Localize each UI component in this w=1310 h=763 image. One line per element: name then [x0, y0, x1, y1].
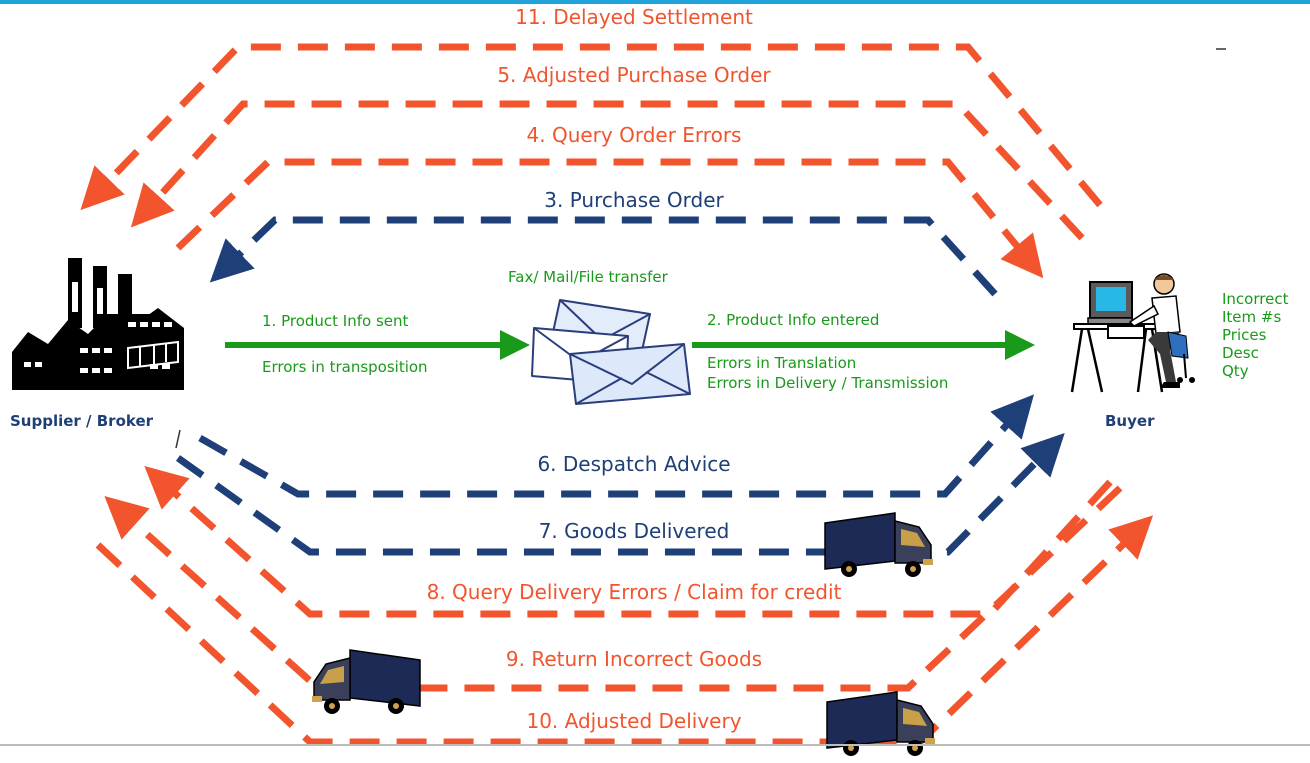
channel-label: Fax/ Mail/File transfer [508, 268, 668, 286]
delivery-truck-icon [826, 691, 935, 756]
top-accent-rule [0, 0, 1310, 4]
flow-line-11 [80, 43, 1103, 211]
flow-line-10 [95, 515, 1154, 746]
flow-line-7 [175, 433, 1065, 556]
buyer-issues-list: Incorrect Item #s Prices Desc Qty [1222, 290, 1288, 380]
flow-label-10: 10. Adjusted Delivery [520, 711, 748, 731]
buyer-issue-item: Incorrect [1222, 290, 1289, 308]
flow-label-11: 11. Delayed Settlement [509, 7, 759, 27]
buyer-issue-item: Desc [1222, 344, 1259, 362]
step1-label: 1. Product Info sent [262, 312, 409, 330]
step2-error-label-2: Errors in Delivery / Transmission [707, 374, 949, 392]
flow-label-8: 8. Query Delivery Errors / Claim for cre… [420, 582, 848, 602]
flow-line-4 [175, 158, 1044, 279]
step2-error-label-1: Errors in Translation [707, 354, 857, 372]
step2-label: 2. Product Info entered [707, 311, 880, 329]
person-at-computer-icon [1070, 273, 1195, 393]
envelopes-icon [531, 299, 691, 405]
flow-label-3: 3. Purchase Order [538, 190, 730, 210]
flow-label-9: 9. Return Incorrect Goods [499, 649, 769, 669]
supplier-label: Supplier / Broker [10, 412, 154, 430]
flow-line-5 [130, 100, 1085, 241]
buyer-issue-item: Prices [1222, 326, 1267, 344]
flow-label-4: 4. Query Order Errors [520, 125, 748, 145]
flow-line-8 [144, 466, 1113, 618]
flow-label-6: 6. Despatch Advice [531, 454, 737, 474]
flow-line-3 [209, 216, 998, 297]
flow-line-9 [104, 485, 1123, 692]
delivery-truck-icon [312, 649, 421, 714]
step1-error-label: Errors in transposition [262, 358, 428, 376]
supplier-tick [175, 429, 181, 449]
delivery-truck-icon [824, 512, 933, 577]
buyer-issue-item: Qty [1222, 362, 1249, 380]
buyer-label: Buyer [1105, 412, 1155, 430]
bottom-divider [0, 744, 1310, 746]
flow-label-5: 5. Adjusted Purchase Order [491, 65, 777, 85]
buyer-issue-item: Item #s [1222, 308, 1282, 326]
flow-label-7: 7. Goods Delivered [532, 521, 736, 541]
factory-icon [12, 258, 184, 390]
flow-line-6 [198, 394, 1034, 498]
